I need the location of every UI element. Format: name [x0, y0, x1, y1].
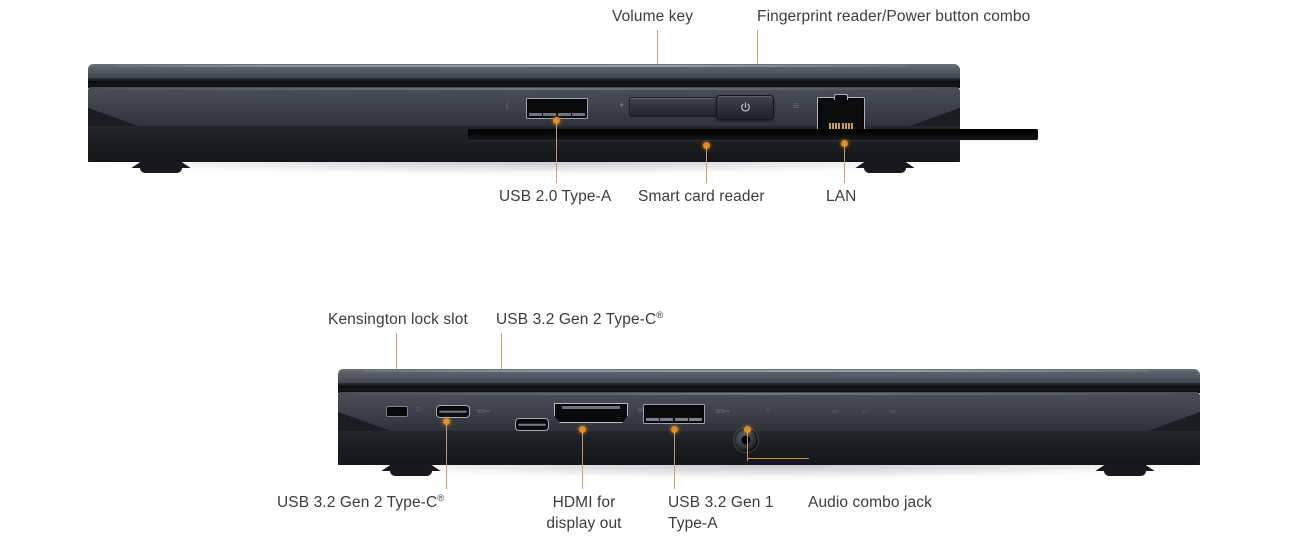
laptop-base: □ SS⇿ ⚡ HDMI SS⇿ ⌂ ▭ [338, 392, 1200, 476]
laptop-foot-left [390, 464, 432, 476]
rj45-pin [838, 123, 841, 132]
leader-line-smart-card-reader [706, 145, 708, 183]
rj45-pin [835, 123, 838, 132]
laptop-foot-left [140, 161, 182, 173]
callout-label-usb-2-type-a: USB 2.0 Type-A [499, 188, 612, 205]
leader-line-usb-32-gen2-type-c-bottom [446, 421, 448, 489]
rj45-pin [841, 123, 844, 132]
leader-elbow-audio-combo-jack [747, 458, 809, 459]
rj45-pin [844, 123, 847, 132]
callout-label-volume-key: Volume key [612, 8, 694, 25]
port-usb-32-gen2-type-c-2[interactable] [515, 418, 549, 431]
lan-icon: ☵ [793, 103, 800, 110]
callout-label-hdmi-display-out: HDMI for display out [537, 492, 631, 534]
laptop-base: ⟦ + − ☵ [88, 87, 1038, 173]
usb-superspeed-icon: SS⇿ [477, 409, 491, 415]
indicator-icon-1: ▭ [832, 409, 838, 415]
callout-label-fingerprint-power: Fingerprint reader/Power button combo [757, 8, 1031, 25]
usb-a-contact [557, 112, 571, 116]
usb-a-contact [572, 112, 585, 116]
callout-text-line2: display out [546, 515, 622, 532]
laptop-lid [338, 369, 1200, 386]
rj45-pin [828, 123, 831, 132]
callout-label-smart-card-reader: Smart card reader [638, 188, 765, 205]
usb-a-contact [689, 417, 702, 421]
port-usb-32-gen2-type-c-1[interactable] [436, 405, 470, 418]
leader-line-usb-2-type-a [556, 120, 558, 183]
rj45-pin [851, 123, 854, 132]
leader-line-usb-32-gen1-type-a [674, 429, 676, 489]
usb-a-contact [529, 112, 542, 116]
callout-text-line1: HDMI for [552, 494, 616, 511]
port-usb-2-type-a[interactable] [526, 98, 588, 119]
port-smart-card-reader[interactable] [468, 129, 1038, 140]
base-highlight [105, 88, 934, 90]
usb-icon: ⟦ [506, 104, 510, 110]
lid-base-seam [88, 81, 960, 88]
registered-trademark-icon: ® [656, 309, 664, 321]
callout-text-line1: USB 3.2 Gen 1 [668, 494, 774, 511]
port-kensington-lock-slot[interactable] [386, 406, 408, 417]
lid-highlight [363, 370, 1149, 372]
volume-key-rocker[interactable] [629, 97, 717, 116]
laptop-right-side-view: ⟦ + − ☵ [88, 64, 1038, 173]
headset-icon: ⌂ [766, 408, 770, 414]
indicator-icon-3: ▭ [890, 409, 896, 415]
callout-text-line2: Type-A [668, 515, 718, 532]
usb-a-contact [543, 112, 557, 116]
callout-label-kensington-lock-slot: Kensington lock slot [328, 311, 468, 328]
callout-label-usb-32-gen2-type-c-bottom: USB 3.2 Gen 2 Type-C® [277, 492, 444, 513]
laptop-lid [88, 64, 960, 81]
indicator-icon-2: ▭ [862, 409, 868, 415]
leader-line-lan [844, 143, 846, 183]
laptop-foot-right [864, 161, 906, 173]
laptop-left-side-view: □ SS⇿ ⚡ HDMI SS⇿ ⌂ ▭ [338, 369, 1200, 476]
rj45-pin [847, 123, 850, 132]
hdmi-contact-bar [562, 406, 620, 409]
port-usb-32-gen1-type-a[interactable] [643, 404, 705, 424]
usb-a-contact [660, 417, 674, 421]
usb-a-contact [646, 417, 659, 421]
registered-trademark-icon: ® [437, 492, 445, 504]
callout-label-usb-32-gen2-type-c-top: USB 3.2 Gen 2 Type-C® [496, 309, 663, 330]
fingerprint-power-button[interactable] [716, 95, 774, 120]
lid-highlight [114, 65, 908, 67]
leader-line-hdmi [582, 429, 584, 489]
base-highlight [355, 393, 1175, 395]
callout-label-audio-combo-jack: Audio combo jack [808, 494, 932, 511]
volume-plus-icon: + [619, 100, 625, 110]
rj45-pin [832, 123, 835, 132]
base-bottom-shelf [338, 431, 1200, 465]
power-icon [740, 102, 750, 112]
callout-text: USB 3.2 Gen 2 Type-C [496, 311, 657, 328]
port-hdmi[interactable] [554, 403, 628, 423]
usb-superspeed-icon: SS⇿ [716, 409, 730, 415]
callout-text: USB 3.2 Gen 2 Type-C [277, 494, 438, 511]
lid-base-seam [338, 386, 1200, 393]
lock-icon: □ [416, 407, 420, 413]
callout-label-usb-32-gen1-type-a: USB 3.2 Gen 1 Type-A [668, 492, 774, 534]
port-lan-rj45[interactable] [817, 93, 865, 135]
leader-line-audio-combo-jack [747, 429, 749, 461]
usb-a-contact [674, 417, 688, 421]
callout-label-lan: LAN [826, 188, 857, 205]
laptop-foot-right [1104, 464, 1146, 476]
